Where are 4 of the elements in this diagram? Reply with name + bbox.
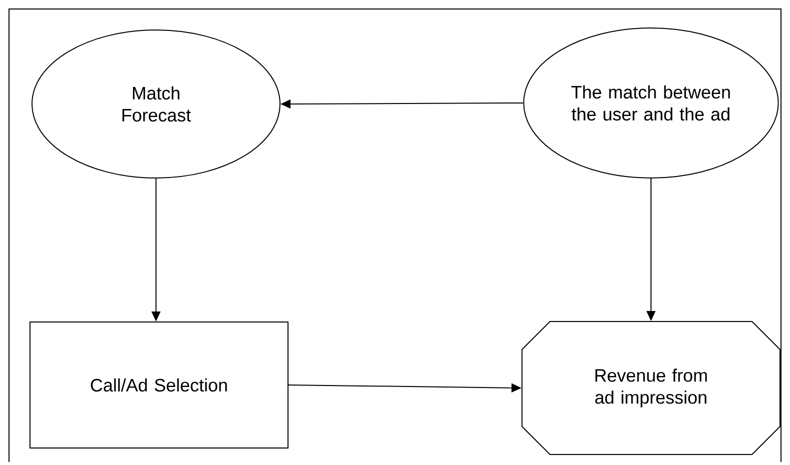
octagon-node: Revenue from ad impression [522, 321, 780, 455]
ellipse-node: The match between the user and the ad [523, 28, 779, 178]
process-box: Call/Ad Selection [30, 322, 288, 448]
ellipse-node: Match Forecast [32, 30, 280, 178]
